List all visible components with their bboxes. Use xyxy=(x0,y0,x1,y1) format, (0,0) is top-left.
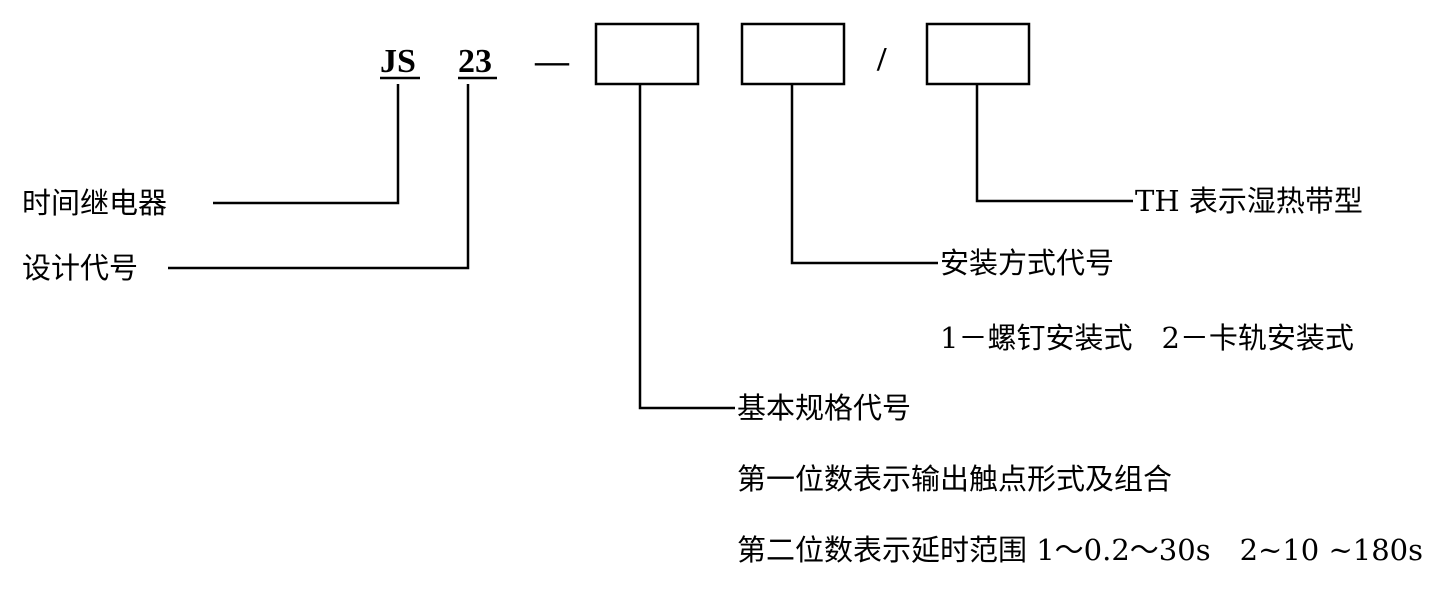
label-basic: 基本规格代号 xyxy=(737,391,911,425)
box-th-suffix xyxy=(925,22,1031,86)
label-design-code: 设计代号 xyxy=(22,251,138,285)
label-mount-options: 1－螺钉安装式 2－卡轨安装式 xyxy=(940,321,1354,355)
code-prefix-js: JS xyxy=(380,43,416,80)
box-basic-spec xyxy=(594,22,700,86)
label-basic-line1: 第一位数表示输出触点形式及组合 xyxy=(737,462,1172,496)
label-mount: 安装方式代号 xyxy=(940,246,1114,280)
code-dash: — xyxy=(534,43,570,80)
label-relay: 时间继电器 xyxy=(22,186,167,220)
leader-design-code xyxy=(168,84,470,270)
leader-th-suffix xyxy=(975,84,1133,203)
leader-relay xyxy=(213,84,400,205)
leader-basic-spec xyxy=(638,84,735,410)
label-th: TH 表示湿热带型 xyxy=(1135,184,1363,218)
leader-mount-type xyxy=(790,84,938,265)
box-mount-type xyxy=(740,22,846,86)
label-basic-line2: 第二位数表示延时范围 1～0.2～30s 2~10 ~180s xyxy=(737,533,1423,567)
code-design-23: 23 xyxy=(458,43,492,80)
code-slash: / xyxy=(876,41,887,78)
